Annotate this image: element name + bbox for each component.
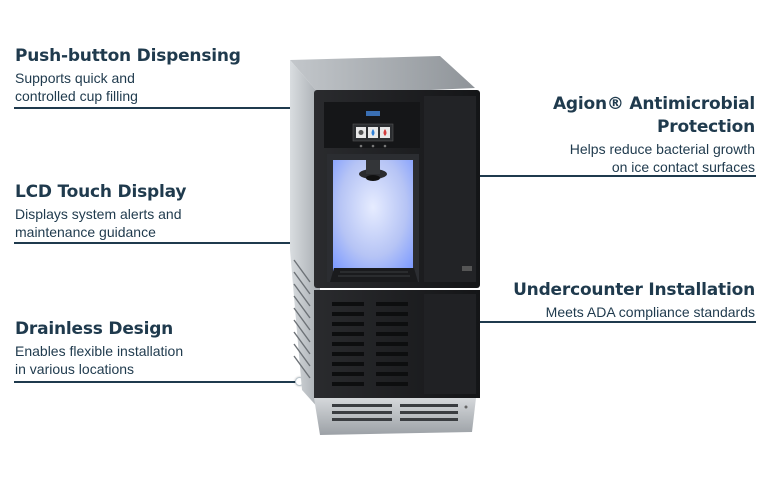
- warning-drop-icon: [380, 127, 390, 138]
- top-lid: [290, 56, 475, 95]
- ice-cube-icon: [356, 127, 366, 138]
- feature-description: Meets ADA compliance standards: [545, 304, 755, 320]
- feature-description: Displays system alerts and maintenance g…: [15, 206, 182, 240]
- feature-title: Undercounter Installation: [513, 280, 755, 300]
- feature-description: Helps reduce bacterial growth on ice con…: [569, 141, 755, 175]
- callout-line-undercounter: [464, 321, 756, 323]
- cabinet-side-panel: [424, 96, 476, 282]
- feature-title: Drainless Design: [15, 319, 174, 339]
- callout-line-drainless: [14, 381, 297, 383]
- feature-title: LCD Touch Display: [15, 182, 187, 202]
- drip-tray: [330, 268, 418, 282]
- feature-drainless-design: Drainless Design Enables flexible instal…: [15, 319, 275, 378]
- callout-line-agion: [464, 175, 756, 177]
- base-screw: [464, 405, 468, 409]
- ice-dispenser-illustration: [290, 56, 480, 435]
- feature-lcd-touch-display: LCD Touch Display Displays system alerts…: [15, 182, 275, 241]
- feature-agion-antimicrobial: Agion® Antimicrobial Protection Helps re…: [500, 94, 755, 176]
- water-drop-icon: [368, 127, 378, 138]
- callout-line-push-button: [14, 107, 297, 109]
- button-dot-icon: [383, 144, 387, 148]
- feature-title: Agion® Antimicrobial Protection: [552, 94, 755, 137]
- feature-push-button-dispensing: Push-button Dispensing Supports quick an…: [15, 46, 275, 105]
- left-steel-panel: [290, 60, 320, 410]
- front-vents: [332, 302, 408, 386]
- brand-badge: [366, 111, 380, 116]
- feature-description: Supports quick and controlled cup fillin…: [15, 70, 138, 104]
- button-dot-icon: [371, 144, 375, 148]
- side-vents: [293, 259, 311, 379]
- callout-line-lcd: [14, 242, 297, 244]
- feature-description: Enables flexible installation in various…: [15, 343, 184, 377]
- steel-base: [314, 398, 476, 435]
- agion-badge: [462, 266, 472, 271]
- base-vents: [332, 404, 458, 421]
- feature-undercounter-installation: Undercounter Installation Meets ADA comp…: [500, 280, 755, 321]
- feature-title: Push-button Dispensing: [15, 46, 241, 66]
- button-dot-icon: [359, 144, 363, 148]
